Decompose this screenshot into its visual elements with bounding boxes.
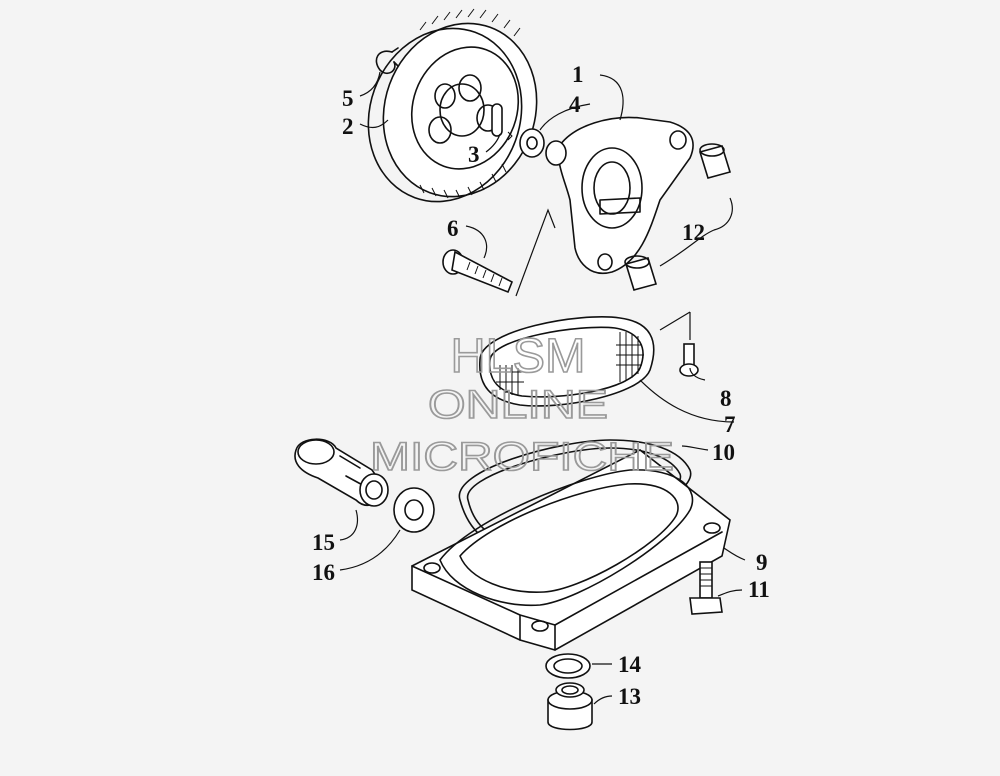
callout-2: 2 <box>342 114 354 139</box>
callout-4: 4 <box>569 92 581 117</box>
part-bolt-6 <box>442 249 514 294</box>
part-cover <box>411 449 731 651</box>
part-snap-ring <box>375 47 399 75</box>
part-pin <box>491 103 513 141</box>
part-drain-washer <box>545 653 591 679</box>
part-washer <box>519 128 545 158</box>
part-screw-8 <box>679 343 699 377</box>
part-drain-plug <box>547 682 593 731</box>
callout-1: 1 <box>572 62 584 87</box>
callout-13: 13 <box>618 684 641 709</box>
watermark: HLSM ONLINE MICROFICHE <box>369 329 675 480</box>
callouts: 1 2 3 4 5 6 7 8 9 10 11 12 13 14 15 16 <box>312 62 770 709</box>
watermark-line-3: MICROFICHE <box>370 435 674 479</box>
callout-12: 12 <box>682 220 705 245</box>
callout-11: 11 <box>748 577 770 602</box>
callout-6: 6 <box>447 216 459 241</box>
part-gear <box>367 8 538 203</box>
watermark-line-1: HLSM <box>451 330 586 383</box>
callout-9: 9 <box>756 550 768 575</box>
part-sealing-washer <box>393 487 435 533</box>
part-dowels <box>624 143 732 291</box>
callout-5: 5 <box>342 86 354 111</box>
part-oil-pump <box>545 116 694 275</box>
leader-lines <box>339 71 746 705</box>
callout-3: 3 <box>468 142 480 167</box>
callout-10: 10 <box>712 440 735 465</box>
callout-7: 7 <box>724 412 736 437</box>
callout-15: 15 <box>312 530 335 555</box>
part-strainer <box>479 316 655 407</box>
part-bolt-11 <box>689 561 723 615</box>
part-sensor <box>294 438 389 507</box>
callout-8: 8 <box>720 386 732 411</box>
callout-16: 16 <box>312 560 335 585</box>
watermark-line-2: ONLINE <box>428 383 608 427</box>
callout-14: 14 <box>618 652 642 677</box>
